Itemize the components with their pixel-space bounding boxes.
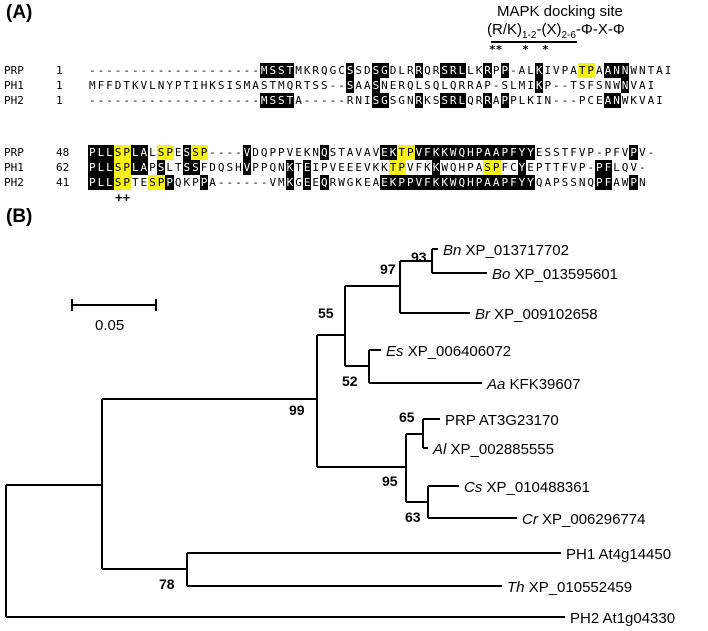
bootstrap-value: 65	[399, 409, 415, 425]
sequence-name: PH2	[4, 94, 24, 107]
bootstrap-value: 55	[318, 305, 334, 321]
phospho-marks: ++	[115, 190, 131, 205]
bootstrap-value: 63	[405, 509, 421, 525]
sequence-start: 62	[56, 161, 70, 174]
motif-stars: ** * *	[489, 43, 549, 56]
taxon-label: PH2 At1g04330	[570, 610, 675, 627]
taxon-label: PH1 At4g14450	[566, 546, 671, 563]
sequence-name: PRP	[4, 64, 24, 77]
sequence-start: 48	[56, 146, 70, 159]
sequence-name: PH1	[4, 79, 24, 92]
panel-b-label: (B)	[6, 206, 33, 227]
bootstrap-value: 93	[411, 249, 427, 265]
bootstrap-value: 52	[342, 373, 358, 389]
taxon-label: PRP AT3G23170	[445, 412, 559, 429]
mapk-motif: (R/K)1-2-(X)2-6-Φ-X-Φ	[487, 21, 625, 41]
mapk-title: MAPK docking site	[497, 3, 623, 20]
taxon-label: Th XP_010552459	[507, 579, 632, 596]
panel-a-label: (A)	[6, 2, 33, 23]
sequence-start: 1	[56, 94, 63, 107]
taxon-label: Bn XP_013717702	[443, 242, 569, 259]
sequence-name: PH1	[4, 161, 24, 174]
bootstrap-value: 99	[289, 402, 305, 418]
taxon-label: Cs XP_010488361	[464, 479, 590, 496]
sequence-start: 1	[56, 79, 63, 92]
bootstrap-value: 78	[159, 576, 175, 592]
sequence-start: 1	[56, 64, 63, 77]
bootstrap-value: 95	[382, 473, 398, 489]
taxon-label: Aa KFK39607	[486, 376, 580, 393]
sequence-name: PRP	[4, 146, 24, 159]
bootstrap-value: 97	[380, 261, 396, 277]
motif-bracket-line	[491, 41, 577, 43]
taxon-label: Bo XP_013595601	[492, 266, 618, 283]
taxon-label: Br XP_009102658	[475, 306, 598, 323]
taxon-label: Cr XP_006296774	[522, 511, 645, 528]
sequence-name: PH2	[4, 176, 24, 189]
sequence-start: 41	[56, 176, 70, 189]
taxon-label: Al XP_002885555	[432, 441, 554, 458]
scale-label: 0.05	[95, 317, 124, 334]
taxon-label: Es XP_006406072	[386, 343, 511, 360]
